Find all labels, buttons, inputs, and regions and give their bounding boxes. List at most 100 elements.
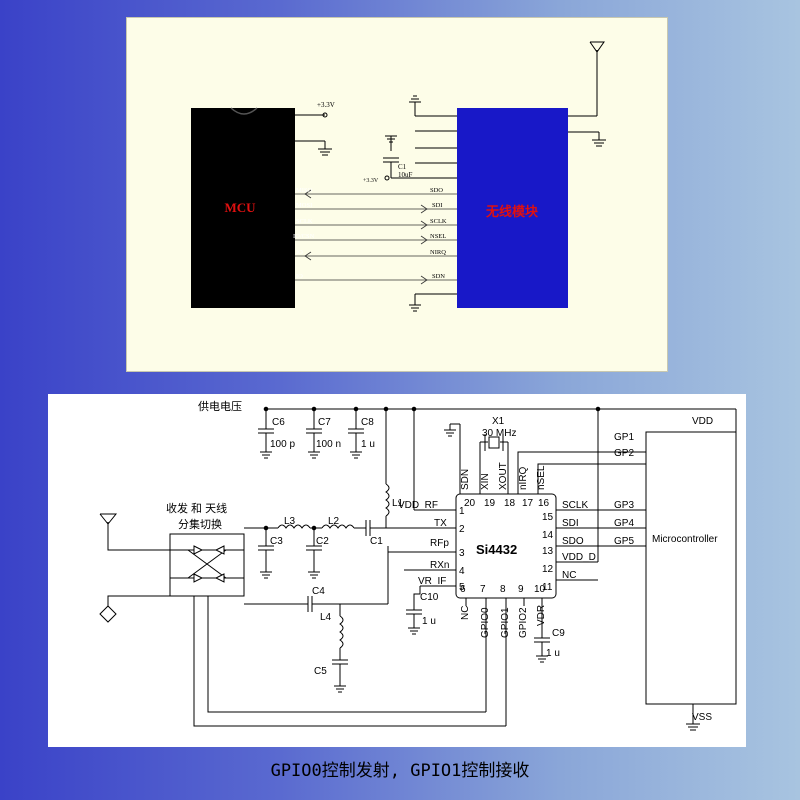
mcu-label: MCU (224, 200, 256, 215)
l3-label: L3 (284, 516, 296, 527)
pin-19-num: 19 (484, 498, 496, 509)
pin-16-num: 16 (538, 498, 550, 509)
mcu-pin-io-2: IO (296, 273, 303, 280)
c8-name: C8 (361, 417, 374, 428)
pin-2-name: TX (434, 518, 447, 529)
l2-label: L2 (328, 516, 340, 527)
pin-3-name: RFp (430, 538, 449, 549)
mcu-pin-mosi: MOSI (296, 202, 312, 209)
bottom-schematic-panel: 供电电压 收发 和 天线 分集切换 C6 100 p C7 100 n C8 1… (48, 394, 746, 747)
chip-name: Si4432 (476, 542, 517, 557)
bottom-schematic: 供电电压 收发 和 天线 分集切换 C6 100 p C7 100 n C8 1… (99, 399, 737, 731)
pin-12-num: 12 (542, 564, 554, 575)
pin-5-name: VR_IF (418, 576, 446, 587)
pin-11-num: 11 (542, 582, 553, 593)
pin-7-num: 7 (480, 584, 486, 595)
mcu-pin-io-1: IO (296, 249, 303, 256)
pin-8-name: GPIO1 (500, 607, 511, 638)
microcontroller-block (645, 431, 737, 705)
gp2-label: GP2 (614, 448, 634, 459)
mcu-pin-sclk: SCLK (296, 218, 313, 225)
pin-14-name: SDI (562, 518, 579, 529)
antenna-switch-block (169, 533, 245, 597)
c1-label: C1 (370, 536, 383, 547)
radio-module-label: 无线模块 (485, 204, 539, 219)
pin-16-name: nSEL (536, 465, 547, 490)
pin-6-name: NC (460, 606, 471, 620)
pin-1-num: 1 (459, 506, 465, 517)
pin-10-num: 10 (534, 584, 546, 595)
gp4-label: GP4 (614, 518, 634, 529)
c7-name: C7 (318, 417, 331, 428)
pin-3-num: 3 (459, 548, 465, 559)
c9-name: C9 (552, 628, 565, 639)
pin-5-num: 5 (459, 582, 465, 593)
c10-value: 1 u (422, 616, 436, 627)
c3-label: C3 (270, 536, 283, 547)
top-schematic-panel: MCU 无线模块 +3.3V C1 10uF +3.3V (126, 17, 668, 372)
c4-label: C4 (312, 586, 325, 597)
pin-15-name: SCLK (562, 500, 588, 511)
pin-1-name: VDD_RF (398, 500, 438, 511)
mcu-block (191, 108, 295, 308)
radio-module-block (457, 108, 568, 308)
gp5-label: GP5 (614, 536, 634, 547)
pin-15-num: 15 (542, 512, 554, 523)
pin-19-name: XIN (480, 473, 491, 490)
pin-9-num: 9 (518, 584, 524, 595)
pin-12-name: VDD_D (562, 552, 596, 563)
pin-18-num: 18 (504, 498, 516, 509)
c6-value: 100 p (270, 439, 295, 450)
supply-label: 供电电压 (198, 399, 242, 413)
gp1-label: GP1 (614, 432, 634, 443)
antenna-icon (589, 41, 605, 53)
c8-value: 1 u (361, 439, 375, 450)
top-schematic: MCU 无线模块 +3.3V C1 10uF +3.3V (191, 41, 606, 312)
pin-4-name: RXn (430, 560, 449, 571)
gp3-label: GP3 (614, 500, 634, 511)
pin-14-num: 14 (542, 530, 554, 541)
mcu-vcc-label: +3.3V (317, 101, 335, 109)
c2-label: C2 (316, 536, 329, 547)
radio-pin-sdo: SDO (430, 187, 443, 194)
pin-9-name: GPIO2 (518, 607, 529, 638)
c6-name: C6 (272, 417, 285, 428)
pin-8-num: 8 (500, 584, 506, 595)
c7-value: 100 n (316, 439, 341, 450)
pin-4-num: 4 (459, 566, 465, 577)
mcu-pin-miso: MISO (296, 187, 313, 194)
pin-2-num: 2 (459, 524, 465, 535)
vss-label: VSS (692, 712, 712, 723)
radio-pin-sdi: SDI (432, 202, 442, 209)
radio-vcc-label: +3.3V (363, 178, 379, 184)
pin-20-num: 20 (464, 498, 476, 509)
pin-18-name: XOUT (498, 462, 509, 490)
pin-6-num: 6 (460, 584, 466, 595)
c9-value: 1 u (546, 648, 560, 659)
c10-name: C10 (420, 592, 439, 603)
radio-pin-sclk: SCLK (430, 218, 447, 225)
crystal-value: 30 MHz (482, 428, 516, 439)
pin-20-name: SDN (460, 469, 471, 490)
microcontroller-label: Microcontroller (652, 534, 718, 545)
radio-pin-nirq: NIRQ (430, 249, 446, 256)
pin-17-num: 17 (522, 498, 534, 509)
l1-label: L1 (392, 498, 404, 509)
c1-name: C1 (398, 163, 407, 171)
pin-11-name: NC (562, 570, 576, 581)
pin-13-name: SDO (562, 536, 584, 547)
pin-13-num: 13 (542, 546, 554, 557)
pin-7-name: GPIO0 (480, 607, 491, 638)
switch-label-1: 收发 和 天线 (166, 501, 227, 515)
vdd-label: VDD (692, 416, 713, 427)
radio-pin-nsel: NSEL (430, 233, 446, 240)
mcu-pin-csn: IO/CSN (293, 233, 315, 240)
crystal-name: X1 (492, 416, 505, 427)
switch-label-2: 分集切换 (178, 517, 222, 531)
l4-label: L4 (320, 612, 332, 623)
pin-17-name: nIRQ (518, 466, 529, 490)
c1-value: 10uF (398, 171, 413, 179)
figure-caption: GPIO0控制发射, GPIO1控制接收 (270, 761, 530, 781)
radio-pin-sdn: SDN (432, 273, 445, 280)
pin-10-name: VDR (536, 605, 547, 626)
